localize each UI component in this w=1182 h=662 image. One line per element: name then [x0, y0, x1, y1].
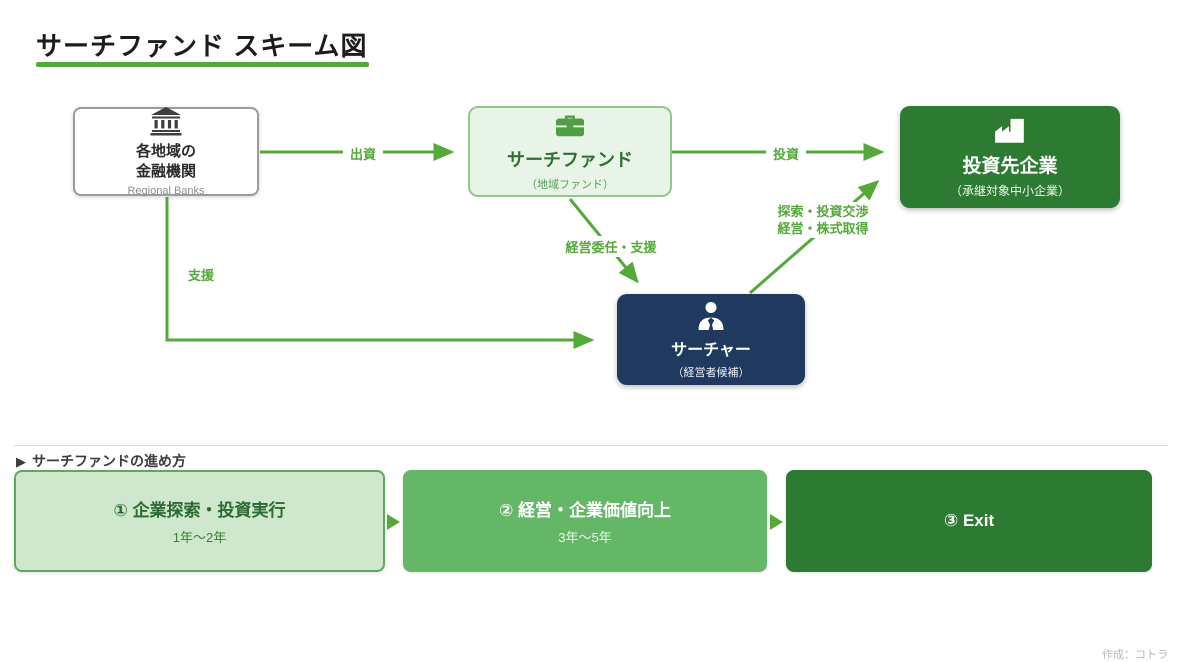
triangle-bullet-icon: ▶ [16, 454, 26, 469]
searcher-subtitle: （経営者候補） [672, 366, 750, 379]
step-3-label: ③ Exit [943, 511, 995, 530]
process-heading: ▶ サーチファンドの進め方 [16, 451, 186, 471]
user-tie-icon [695, 300, 727, 330]
edge-label-search-line2: 経営・株式取得 [777, 221, 869, 236]
investee-subtitle: （承継対象中小企業） [949, 184, 1070, 198]
edge-label-support: 支援 [180, 264, 222, 285]
bank-subtitle: Regional Banks [127, 185, 205, 198]
page-title: サーチファンド スキーム図 [36, 31, 368, 61]
fund-title: サーチファンド [507, 149, 633, 170]
node-searcher: サーチャー （経営者候補） [617, 294, 805, 385]
node-search-fund: サーチファンド （地域ファンド） [468, 106, 672, 197]
bank-title-line2: 金融機関 [135, 163, 196, 180]
node-investee-company: 投資先企業 （承継対象中小企業） [900, 106, 1120, 208]
edge-label-management-delegation: 経営委任・支援 [558, 236, 664, 257]
bank-title-line1: 各地域の [135, 142, 196, 160]
process-step-3: ③ Exit [786, 470, 1152, 572]
briefcase-icon [553, 112, 587, 140]
process-step-2: ② 経営・企業価値向上 3年〜5年 [403, 470, 767, 572]
searcher-title: サーチャー [671, 341, 751, 359]
step-arrow-icon [387, 514, 400, 530]
title-underline [36, 62, 369, 67]
node-regional-banks: 各地域の 金融機関 Regional Banks [73, 106, 259, 198]
edge-label-investment-contribution: 出資 [342, 143, 384, 164]
step-2-label: ② 経営・企業価値向上 [498, 501, 672, 520]
edge-label-search-line1: 探索・投資交渉 [777, 204, 869, 219]
investee-title: 投資先企業 [962, 156, 1058, 177]
step-2-duration: 3年〜5年 [558, 530, 612, 545]
step-1-duration: 1年〜2年 [172, 530, 227, 545]
bank-icon [148, 106, 184, 136]
factory-icon [993, 115, 1027, 145]
edge-label-investment: 投資 [765, 143, 807, 164]
step-arrow-icon [770, 514, 783, 530]
fund-subtitle: （地域ファンド） [526, 178, 614, 191]
edge-label-search-acquire: 探索・投資交渉 経営・株式取得 [770, 202, 876, 238]
credit-text: 作成：コトラ [1102, 649, 1168, 661]
section-divider [14, 445, 1168, 446]
step-1-label: ① 企業探索・投資実行 [113, 501, 286, 520]
process-step-1: ① 企業探索・投資実行 1年〜2年 [14, 470, 385, 572]
process-heading-label: サーチファンドの進め方 [32, 453, 186, 469]
